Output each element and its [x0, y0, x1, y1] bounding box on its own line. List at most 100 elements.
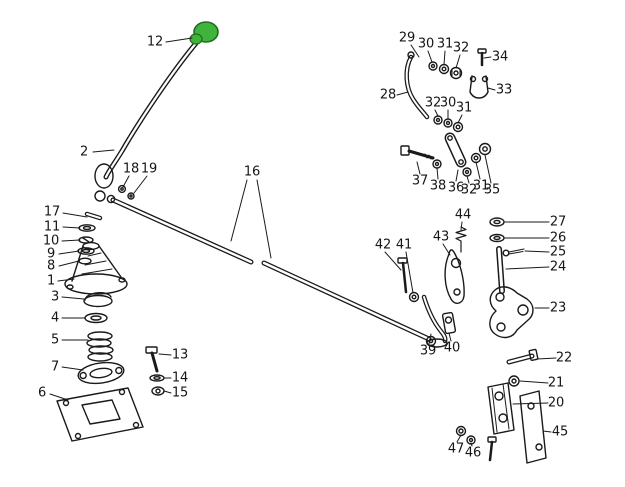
detent-spring-44	[455, 226, 467, 253]
leader-line-13	[158, 353, 172, 356]
leader-line-11	[62, 226, 81, 229]
washer-21	[508, 375, 520, 387]
leader-line-6	[49, 393, 69, 401]
washer-31b	[452, 121, 464, 133]
leader-line-34	[483, 56, 492, 59]
leader-line-12	[165, 37, 193, 43]
leader-line-16	[256, 179, 272, 259]
leader-line-1	[57, 278, 75, 282]
leader-line-30	[427, 50, 433, 63]
link-rod-28	[404, 51, 430, 120]
leader-line-42	[384, 251, 402, 271]
bolt-37	[400, 145, 435, 160]
leader-line-15	[163, 390, 172, 394]
leader-line-32	[455, 54, 461, 69]
ring-8	[78, 257, 92, 265]
leader-line-47	[456, 434, 462, 443]
washer-30a	[428, 61, 438, 71]
leader-line-22	[536, 357, 557, 360]
leader-line-21	[519, 380, 549, 384]
plate-45	[519, 390, 547, 464]
bolt-34	[477, 48, 487, 67]
leader-line-2	[92, 149, 115, 153]
leader-line-31	[475, 161, 481, 180]
bushing-32a	[449, 66, 463, 80]
shift-rod-a	[110, 197, 254, 265]
washer-38	[432, 159, 442, 169]
leader-line-17	[62, 212, 88, 218]
leader-line-35	[484, 154, 492, 184]
washer-27	[489, 217, 505, 227]
leader-line-10	[61, 239, 81, 242]
bolt-13	[145, 346, 159, 373]
artwork	[49, 21, 557, 464]
leader-lines	[49, 37, 557, 447]
leader-line-8	[58, 260, 80, 267]
clevis-pin-22	[506, 348, 539, 365]
knob-base[interactable]	[189, 33, 203, 45]
leader-line-20	[512, 402, 549, 405]
washer-32b	[433, 115, 443, 125]
washer-31c	[470, 152, 482, 164]
shift-rod-b	[261, 260, 432, 342]
bracket-23	[489, 286, 534, 339]
gasket-7	[77, 361, 125, 385]
leader-line-25	[524, 250, 550, 253]
leader-line-3	[61, 296, 85, 300]
washer-30b	[443, 118, 453, 128]
pivot-pins-18-19	[117, 184, 135, 200]
leader-line-43	[442, 243, 451, 256]
leader-line-19	[133, 175, 148, 194]
block-40	[441, 311, 457, 335]
pin-17	[84, 211, 103, 221]
leader-line-40	[448, 332, 452, 342]
leader-line-28	[396, 91, 409, 96]
leader-line-32	[434, 109, 439, 117]
leader-line-37	[416, 161, 421, 175]
housing-1	[64, 241, 128, 295]
spring-5	[86, 331, 114, 362]
washer-14	[149, 374, 165, 382]
leader-line-41	[405, 251, 414, 294]
cotter-pin-25	[502, 248, 525, 257]
gear-knob-highlighted[interactable]	[189, 21, 219, 45]
leader-line-36	[455, 169, 459, 182]
bushing-4	[84, 312, 108, 324]
leader-line-33	[487, 87, 496, 91]
lever-39	[421, 294, 448, 348]
link-36	[444, 132, 467, 168]
lever-ball	[94, 163, 116, 204]
washer-11	[78, 224, 96, 232]
cap-3	[83, 292, 113, 308]
nut-47	[455, 425, 467, 437]
leader-line-38	[436, 167, 439, 180]
leader-line-46	[470, 442, 473, 447]
leader-line-18	[122, 175, 130, 188]
bracket-20	[487, 382, 515, 435]
leader-line-31	[443, 50, 446, 66]
selector-arm-43	[444, 249, 465, 304]
washer-31a	[438, 63, 450, 75]
leader-line-29	[410, 44, 420, 58]
nut-15	[151, 386, 165, 396]
leader-line-24	[505, 266, 550, 270]
leader-line-32	[466, 175, 470, 184]
leader-line-31	[457, 114, 463, 124]
leader-line-39	[428, 333, 432, 345]
leader-line-44	[460, 221, 463, 231]
bolt-42	[397, 257, 408, 294]
bolt-bottom	[487, 436, 497, 462]
pivot-pin-24	[496, 246, 505, 294]
washer-32c	[462, 167, 472, 177]
leader-line-7	[61, 366, 84, 371]
shift-lever	[103, 39, 200, 180]
leader-line-45	[542, 430, 552, 433]
base-plate-6	[56, 387, 144, 442]
washer-41	[408, 291, 420, 303]
washer-35	[478, 142, 492, 156]
leader-line-16	[230, 179, 248, 242]
washer-26	[489, 233, 505, 243]
leader-line-9	[58, 250, 80, 255]
